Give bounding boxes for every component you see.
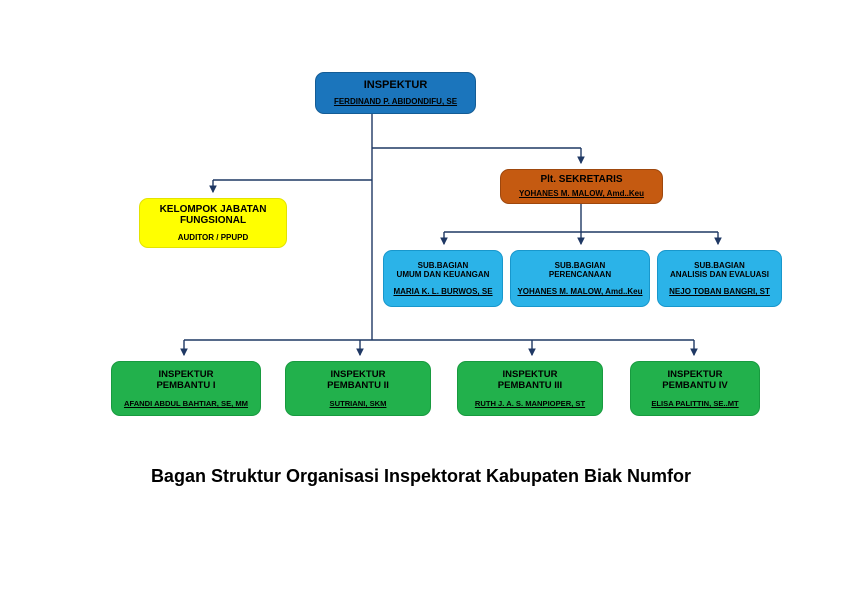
- role-label: PERENCANAAN: [548, 270, 612, 280]
- org-node-subbagian-analisis-evaluasi: SUB.BAGIAN ANALISIS DAN EVALUASI NEJO TO…: [657, 250, 782, 307]
- role-label: PEMBANTU IV: [662, 380, 728, 392]
- org-node-inspektur-pembantu-4: INSPEKTUR PEMBANTU IV ELISA PALITTIN, SE…: [630, 361, 760, 416]
- role-label: INSPEKTUR: [158, 369, 214, 381]
- role-label: PEMBANTU I: [156, 380, 216, 392]
- role-label: INSPEKTUR: [502, 369, 558, 381]
- org-node-kelompok-jabatan-fungsional: KELOMPOK JABATAN FUNGSIONAL AUDITOR / PP…: [139, 198, 287, 248]
- role-label: FUNGSIONAL: [179, 215, 247, 227]
- person-name: SUTRIANI, SKM: [329, 398, 387, 408]
- org-node-sekretaris: Plt. SEKRETARIS YOHANES M. MALOW, Amd..K…: [500, 169, 663, 204]
- person-name: MARIA K. L. BURWOS, SE: [393, 286, 493, 296]
- role-label: UMUM DAN KEUANGAN: [396, 270, 490, 280]
- org-node-subbagian-perencanaan: SUB.BAGIAN PERENCANAAN YOHANES M. MALOW,…: [510, 250, 650, 307]
- person-name: NEJO TOBAN BANGRI, ST: [669, 286, 770, 296]
- role-label: PEMBANTU II: [327, 380, 389, 392]
- role-label: INSPEKTUR: [667, 369, 723, 381]
- chart-title: Bagan Struktur Organisasi Inspektorat Ka…: [150, 466, 692, 486]
- role-label: KELOMPOK JABATAN: [159, 203, 267, 215]
- person-name: AFANDI ABDUL BAHTIAR, SE, MM: [123, 398, 249, 408]
- org-node-inspektur-pembantu-3: INSPEKTUR PEMBANTU III RUTH J. A. S. MAN…: [457, 361, 603, 416]
- org-node-inspektur-pembantu-1: INSPEKTUR PEMBANTU I AFANDI ABDUL BAHTIA…: [111, 361, 261, 416]
- org-node-inspektur: INSPEKTUR FERDINAND P. ABIDONDIFU, SE: [315, 72, 476, 114]
- role-label: INSPEKTUR: [330, 369, 386, 381]
- person-name: RUTH J. A. S. MANPIOPER, ST: [474, 398, 586, 408]
- person-name: FERDINAND P. ABIDONDIFU, SE: [333, 97, 458, 107]
- person-name: YOHANES M. MALOW, Amd..Keu: [517, 286, 643, 296]
- role-label: ANALISIS DAN EVALUASI: [670, 270, 769, 280]
- role-label: PEMBANTU III: [497, 380, 563, 392]
- role-label: INSPEKTUR: [363, 79, 428, 92]
- person-name: YOHANES M. MALOW, Amd..Keu: [518, 189, 645, 199]
- org-node-subbagian-umum-keuangan: SUB.BAGIAN UMUM DAN KEUANGAN MARIA K. L.…: [383, 250, 503, 307]
- role-label: SUB.BAGIAN: [554, 260, 606, 270]
- role-label: SUB.BAGIAN: [417, 260, 469, 270]
- person-name: ELISA PALITTIN, SE..MT: [651, 398, 739, 408]
- person-name: AUDITOR / PPUPD: [177, 232, 249, 242]
- role-label: SUB.BAGIAN: [694, 260, 745, 270]
- org-node-inspektur-pembantu-2: INSPEKTUR PEMBANTU II SUTRIANI, SKM: [285, 361, 431, 416]
- role-label: Plt. SEKRETARIS: [540, 174, 623, 186]
